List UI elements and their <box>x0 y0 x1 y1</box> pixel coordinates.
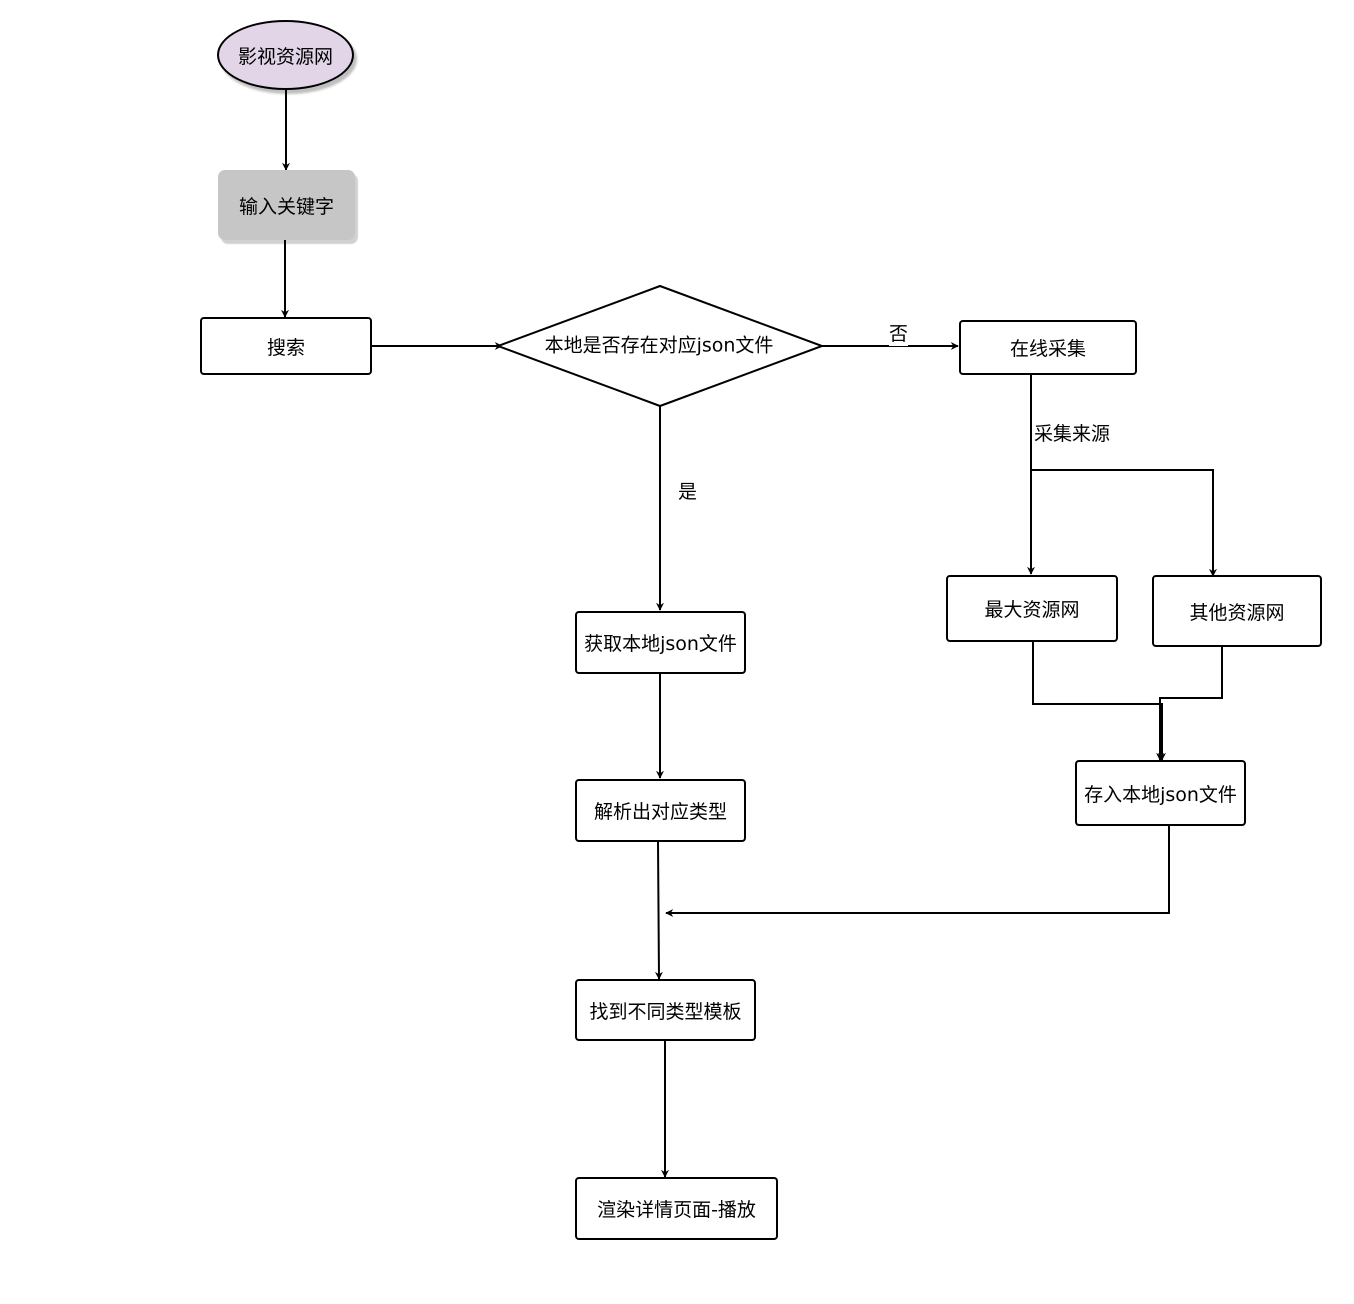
search-label: 搜索 <box>266 336 305 359</box>
search-node: 搜索 <box>200 317 372 375</box>
parse-type-label: 解析出对应类型 <box>593 801 727 823</box>
get-local-label: 获取本地json文件 <box>584 633 737 655</box>
online-collect-label: 在线采集 <box>1009 338 1086 360</box>
input-keyword-label: 输入关键字 <box>238 195 334 218</box>
edge-online-other <box>1031 469 1217 577</box>
other-source-node: 其他资源网 <box>1152 575 1322 647</box>
edge-parse-template <box>654 841 663 980</box>
render-play-node: 渲染详情页面-播放 <box>575 1177 778 1240</box>
decision-label: 本地是否存在对应json文件 <box>544 334 774 357</box>
edge-label-source: 采集来源 <box>1034 419 1111 446</box>
find-template-label: 找到不同类型模板 <box>589 1000 742 1023</box>
input-keyword-node: 输入关键字 <box>218 170 355 240</box>
biggest-source-node: 最大资源网 <box>946 575 1118 642</box>
render-play-label: 渲染详情页面-播放 <box>597 1199 756 1221</box>
start-label: 影视资源网 <box>237 45 333 68</box>
start-node: 影视资源网 <box>217 20 354 90</box>
edge-other-save <box>1156 647 1223 761</box>
save-local-label: 存入本地json文件 <box>1084 783 1237 806</box>
edge-label-no: 否 <box>889 319 909 346</box>
edge-biggest-save <box>1032 642 1166 761</box>
find-template-node: 找到不同类型模板 <box>575 979 756 1041</box>
parse-type-node: 解析出对应类型 <box>575 779 746 842</box>
decision-diamond <box>495 284 825 408</box>
edge-label-yes: 是 <box>678 477 698 504</box>
save-local-node: 存入本地json文件 <box>1075 760 1246 826</box>
other-source-label: 其他资源网 <box>1189 601 1285 624</box>
get-local-node: 获取本地json文件 <box>575 611 746 674</box>
online-collect-node: 在线采集 <box>959 320 1137 375</box>
edge-save-merge <box>665 825 1170 917</box>
biggest-source-label: 最大资源网 <box>984 599 1080 621</box>
